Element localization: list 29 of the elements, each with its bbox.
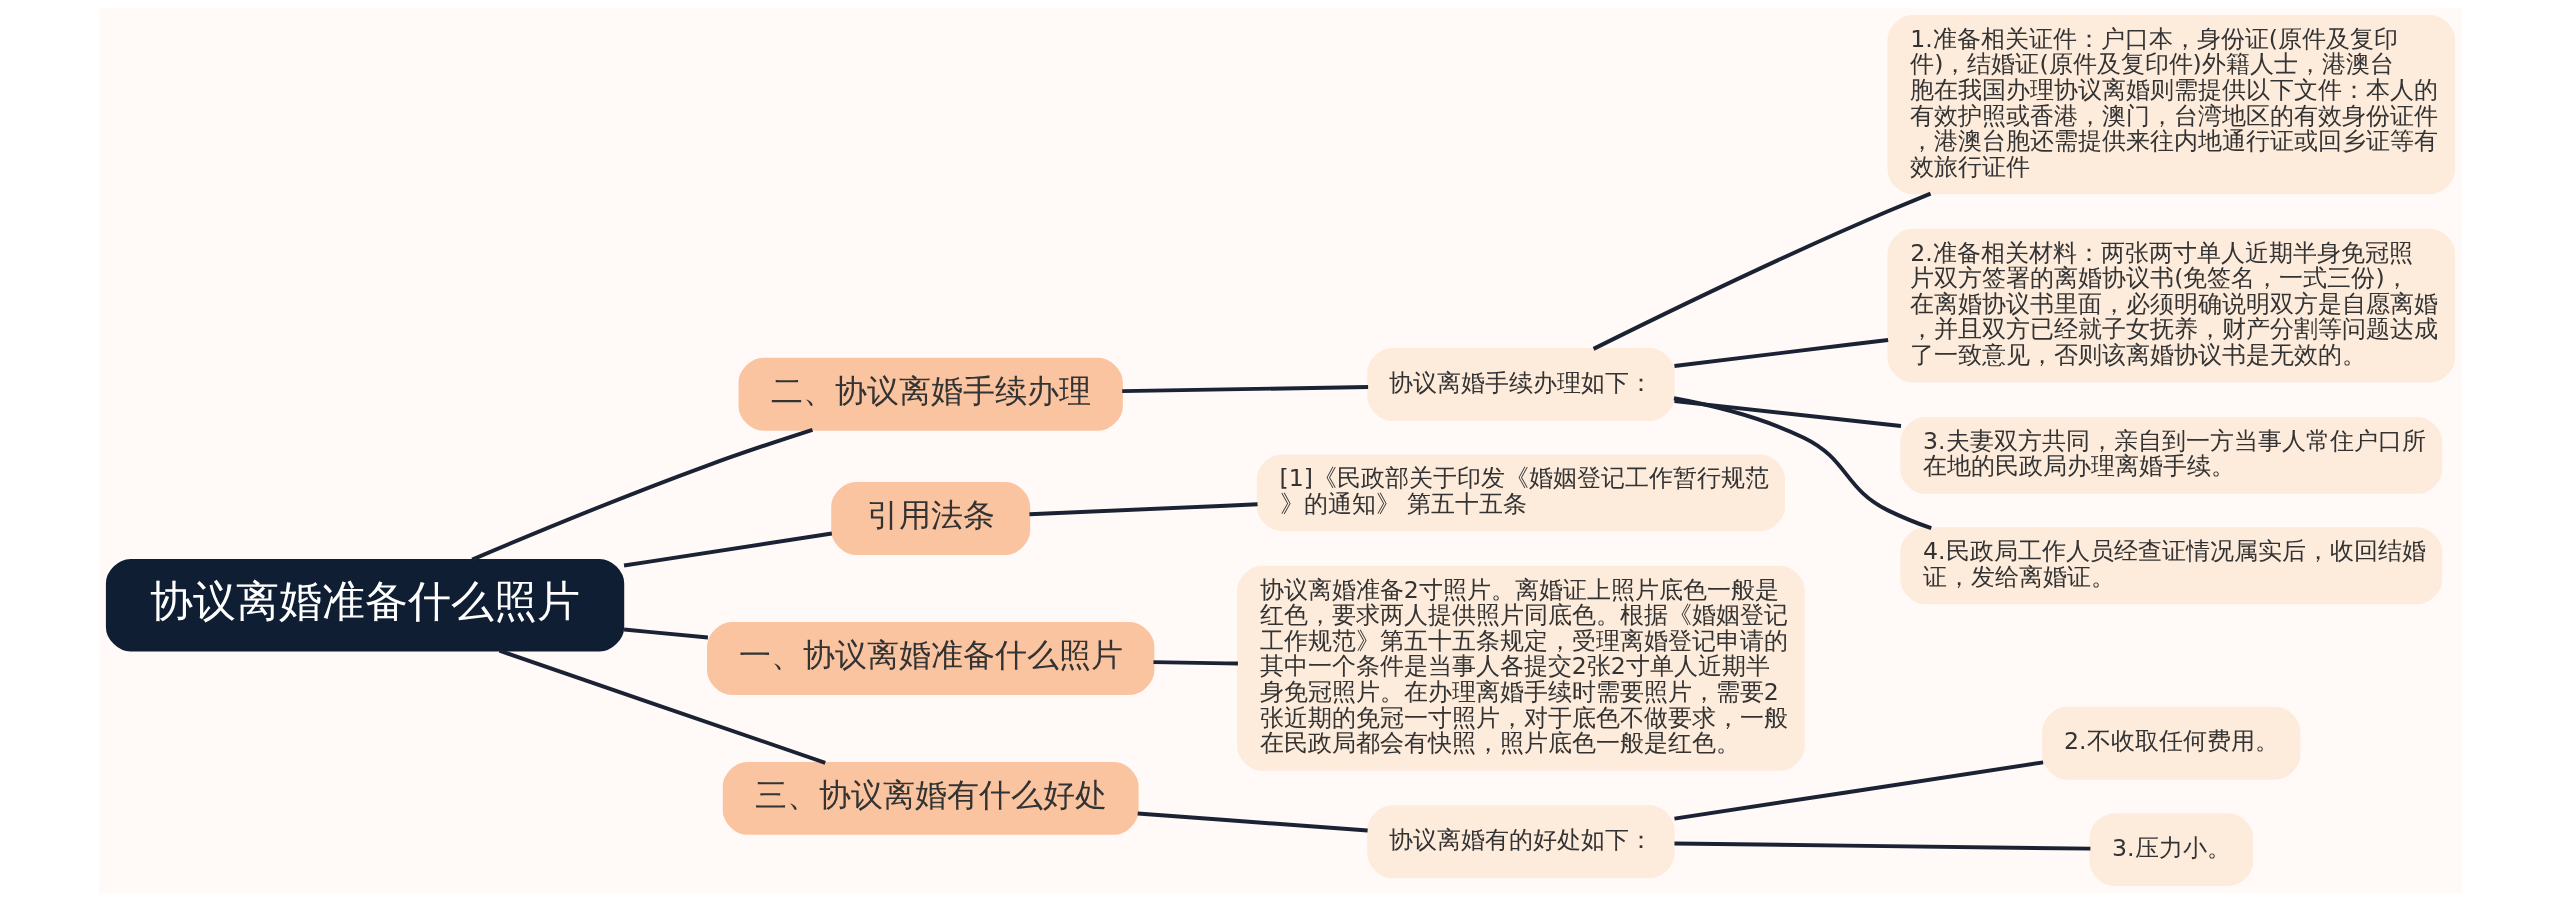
node-box: 协议离婚手续办理如下： <box>1366 348 1675 421</box>
node-box: 3.夫妻双方共同，亲自到一方当事人常住户口所在地的民政局办理离婚手续。 <box>1899 417 2442 494</box>
node-box: 协议离婚准备什么照片 <box>105 558 624 652</box>
connector <box>1673 399 1901 428</box>
node-box: 协议离婚有的好处如下： <box>1366 805 1675 879</box>
connector <box>623 531 832 568</box>
connector <box>1673 396 1932 531</box>
connector <box>1592 191 1931 351</box>
connector <box>1137 811 1368 833</box>
connector <box>1028 502 1258 517</box>
node-box: 1.准备相关证件：户口本，身份证(原件及复印件)，结婚证(原件及复印件)外籍人士，港澳台胞在我国办理协议离婚则需提供以下文件：本人的有效护照或香港，澳门，台湾地区的有效身份证件，港澳台胞还需提供来往内地通行证或回乡证等有效旅行证件 <box>1887 14 2455 195</box>
node-box: 4.民政局工作人员经查证情况属实后，收回结婚证，发给离婚证。 <box>1899 527 2442 605</box>
connector <box>470 427 813 562</box>
connector <box>1152 660 1238 666</box>
node-box: 3.压力小。 <box>2089 813 2253 887</box>
node-box: 协议离婚准备2寸照片。离婚证上照片底色一般是红色，要求两人提供照片同底色。根据《婚姻登记工作规范》第五十五条规定，受理离婚登记申请的其中一个条件是当事人各提交2张2寸单人近期半身免冠照片。在办理离婚手续时需要照片，需要2张近期的免冠一寸照片，对于底色不做要求，一般在民政局都会有快照，照片底色一般是红色。 <box>1236 565 1805 771</box>
node-box: 2.不收取任何费用。 <box>2041 706 2300 780</box>
connector <box>623 627 708 640</box>
node-box: 引用法条 <box>830 482 1030 555</box>
connector <box>1673 841 2090 851</box>
connector <box>1673 760 2043 821</box>
connector <box>1673 338 1888 368</box>
node-box: 三、协议离婚有什么好处 <box>722 761 1139 835</box>
node-box: 二、协议离婚手续办理 <box>738 357 1123 431</box>
node-box: [1]《民政部关于印发《婚姻登记工作暂行规范》的通知》 第五十五条 <box>1256 454 1785 532</box>
connector <box>1121 385 1368 394</box>
node-box: 一、协议离婚准备什么照片 <box>706 621 1154 695</box>
connector <box>498 648 826 765</box>
node-box: 2.准备相关材料：两张两寸单人近期半身免冠照片双方签署的离婚协议书(免签名，一式三份)，在离婚协议书里面，必须明确说明双方是自愿离婚，并且双方已经就子女抚养，财产分割等问题达成了一致意见，否则该离婚协议书是无效的。 <box>1887 228 2455 383</box>
